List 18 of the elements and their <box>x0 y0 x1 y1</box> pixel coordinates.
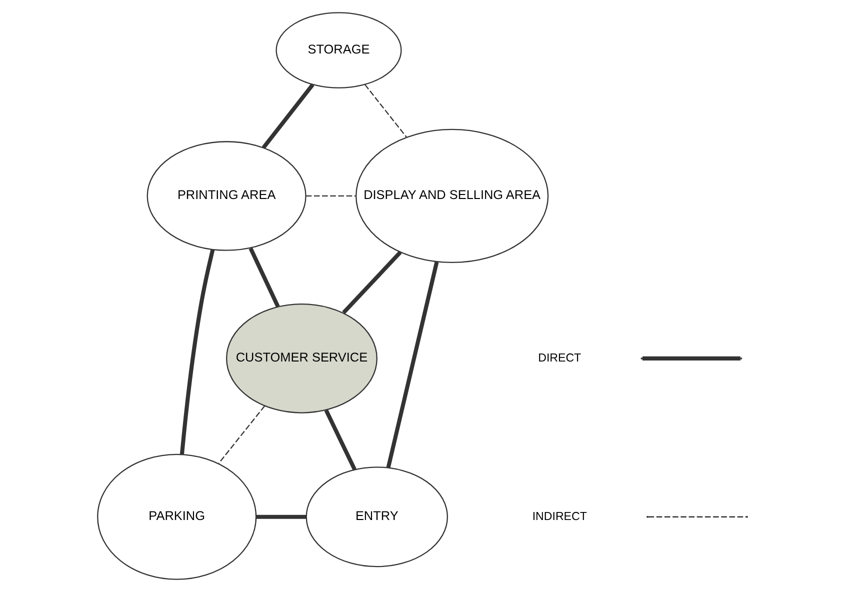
connector <box>262 83 314 149</box>
node-ellipse: ENTRY <box>306 466 448 568</box>
connector <box>306 195 356 197</box>
connector <box>324 409 356 470</box>
node-ellipse: PRINTING AREA <box>146 141 306 251</box>
connector <box>180 249 215 455</box>
connector <box>248 247 280 308</box>
connector <box>218 406 266 464</box>
connector <box>386 262 439 468</box>
connector <box>256 514 306 519</box>
legend-label: INDIRECT <box>532 510 587 523</box>
node-ellipse: DISPLAY AND SELLING AREA <box>356 128 549 264</box>
node-ellipse: STORAGE <box>276 12 402 88</box>
connector <box>342 250 402 314</box>
connector <box>364 84 407 138</box>
node-ellipse: CUSTOMER SERVICE <box>226 304 378 414</box>
node-ellipse: PARKING <box>97 454 257 580</box>
legend-label: DIRECT <box>538 352 582 364</box>
